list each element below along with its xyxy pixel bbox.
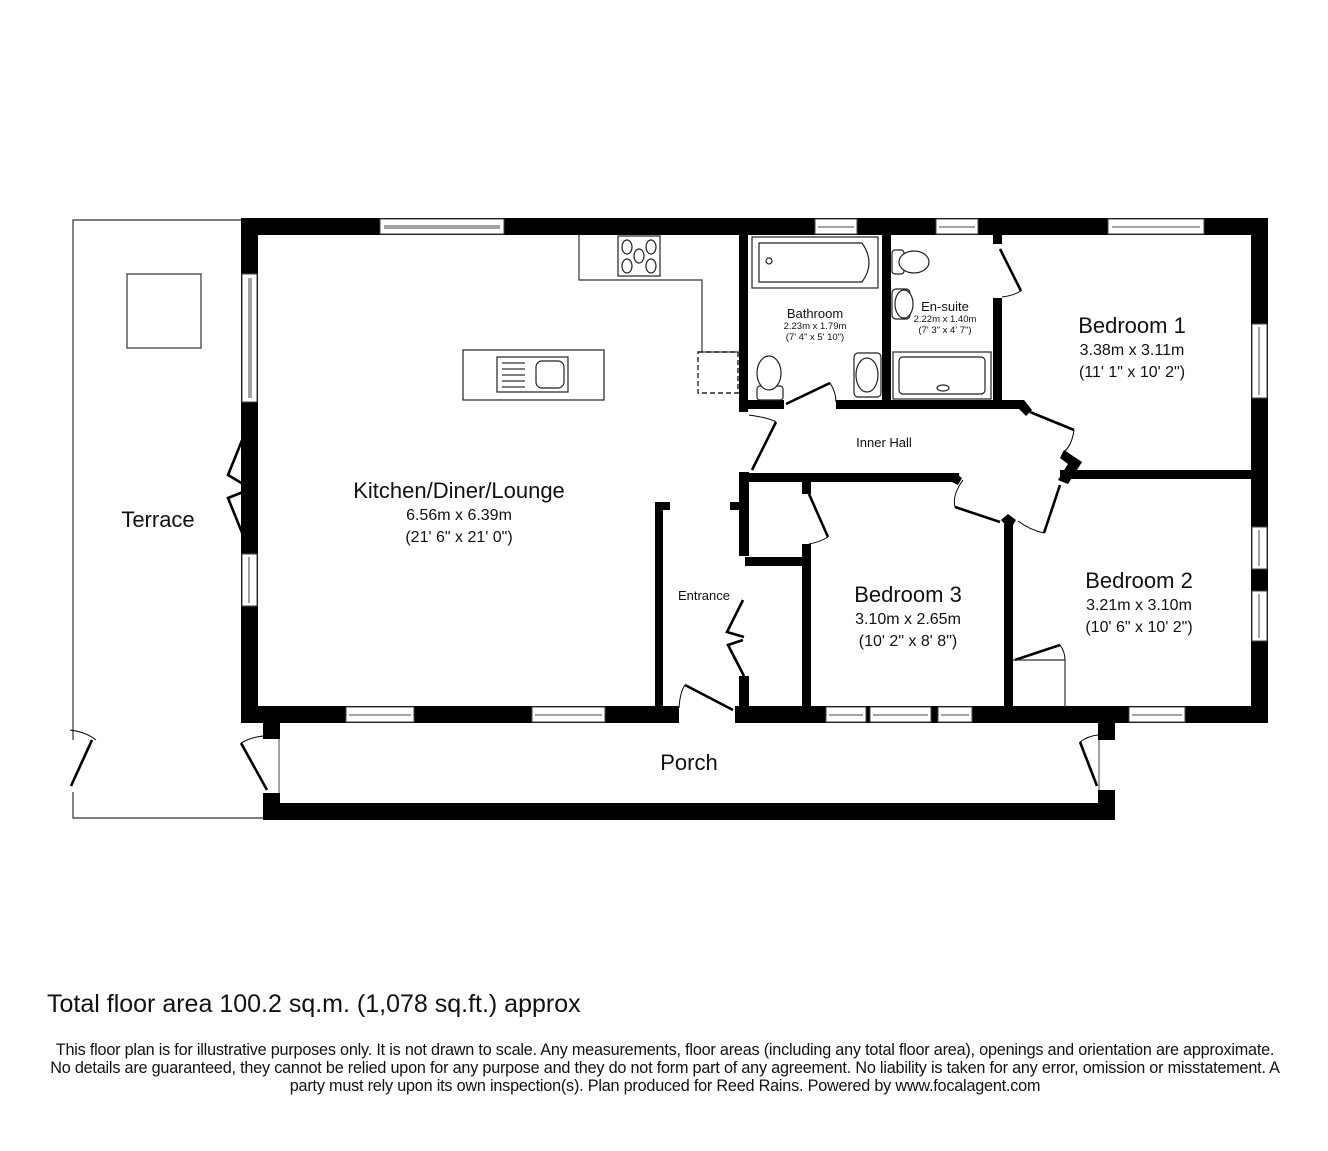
appliance-space: [697, 351, 739, 394]
terrace-table: [126, 273, 202, 349]
room-entrance-name: Entrance: [678, 588, 730, 603]
doors: [69, 248, 1099, 791]
walls: [241, 218, 1268, 820]
bathroom-fixtures: [751, 236, 882, 401]
room-bedroom1-name: Bedroom 1: [1078, 313, 1186, 338]
room-bedroom2-imperial: (10' 6" x 10' 2"): [1085, 619, 1192, 636]
disclaimer-text: This floor plan is for illustrative purp…: [50, 1041, 1280, 1096]
room-bedroom3-name: Bedroom 3: [854, 582, 962, 607]
room-bathroom-imperial: (7' 4" x 5' 10"): [786, 332, 844, 343]
room-ensuite-imperial: (7' 3" x 4' 7"): [918, 325, 971, 336]
room-kitchen-metric: 6.56m x 6.39m: [406, 507, 512, 524]
room-labels: Terrace Kitchen/Diner/Lounge 6.56m x 6.39m…: [121, 299, 1192, 775]
room-terrace-name: Terrace: [121, 507, 194, 532]
room-kitchen-imperial: (21' 6" x 21' 0"): [405, 529, 512, 546]
room-porch-name: Porch: [660, 750, 717, 775]
windows: [241, 218, 1268, 793]
room-bedroom2-name: Bedroom 2: [1085, 568, 1193, 593]
room-bedroom1-metric: 3.38m x 3.11m: [1080, 342, 1185, 359]
room-ensuite-name: En-suite: [921, 299, 969, 314]
room-bathroom-name: Bathroom: [787, 306, 843, 321]
room-bedroom3-imperial: (10' 2" x 8' 8"): [859, 633, 957, 650]
kitchen-fixtures: [462, 235, 740, 401]
room-bedroom3-metric: 3.10m x 2.65m: [855, 611, 961, 628]
terrace-outline: [72, 219, 263, 819]
room-bedroom2-metric: 3.21m x 3.10m: [1086, 597, 1192, 614]
room-bedroom1-imperial: (11' 1" x 10' 2"): [1079, 364, 1185, 381]
room-bathroom-metric: 2.23m x 1.79m: [784, 321, 847, 332]
total-floor-area: Total floor area 100.2 sq.m. (1,078 sq.f…: [47, 990, 581, 1018]
ensuite-fixtures: [891, 249, 992, 400]
room-ensuite-metric: 2.22m x 1.40m: [914, 314, 977, 325]
room-inner-hall-name: Inner Hall: [856, 435, 912, 450]
floor-plan: Terrace Kitchen/Diner/Lounge 6.56m x 6.39m…: [69, 218, 1268, 820]
room-kitchen-name: Kitchen/Diner/Lounge: [353, 478, 565, 503]
